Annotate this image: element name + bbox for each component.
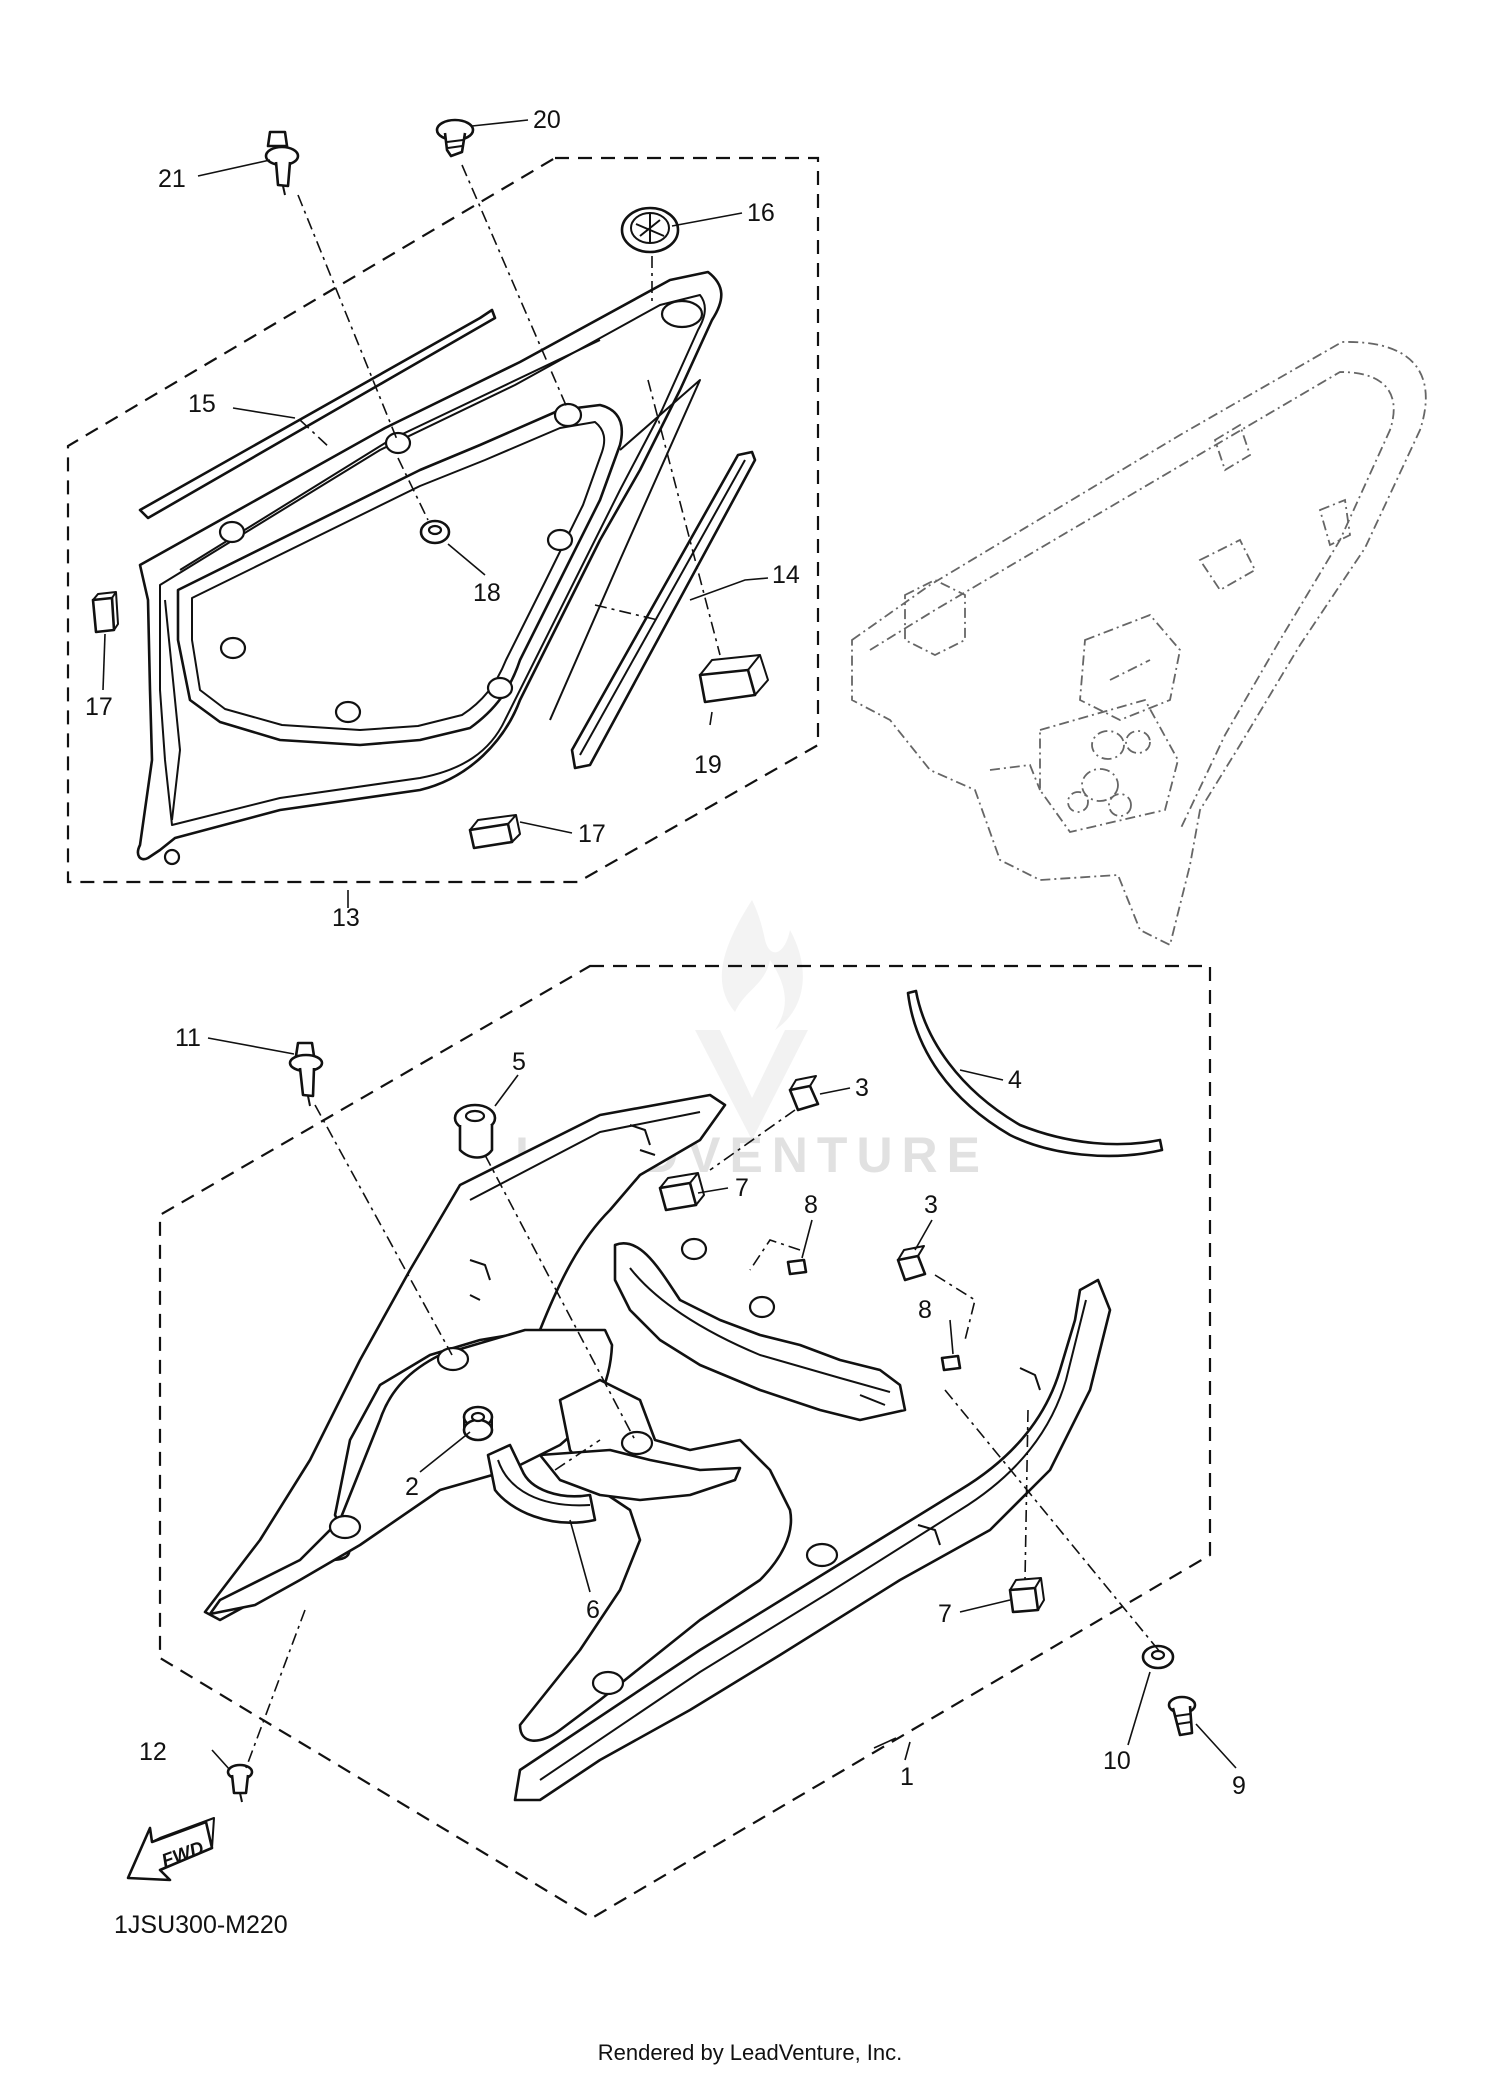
trim-strip-part-4[interactable]: [906, 989, 1164, 1158]
clip-nut-part-3-upper[interactable]: [788, 1075, 820, 1112]
damper-part-7-lower[interactable]: [1008, 1577, 1045, 1614]
callout-1: 1: [900, 1763, 914, 1791]
stripe-part-15[interactable]: [138, 308, 497, 520]
callout-21: 21: [158, 165, 186, 193]
pad-part-17-bottom[interactable]: [468, 814, 521, 850]
callout-11: 11: [175, 1024, 201, 1052]
hose-part-6[interactable]: [486, 1443, 597, 1524]
callout-14: 14: [772, 561, 800, 589]
footer-credit: Rendered by LeadVenture, Inc.: [598, 2040, 903, 2065]
side-cover-upper-part-13[interactable]: [136, 270, 723, 866]
damper-part-19[interactable]: [698, 654, 769, 704]
bolt-part-9[interactable]: [1167, 1695, 1197, 1737]
grommet-part-18[interactable]: [419, 519, 451, 545]
callout-19: 19: [694, 751, 722, 779]
frame-reference-ghost: [851, 341, 1427, 947]
callout-20: 20: [533, 106, 561, 134]
side-cover-lower-part-1[interactable]: [203, 1093, 1112, 1802]
callout-5: 5: [512, 1048, 526, 1076]
emblem-part-16[interactable]: [620, 206, 680, 254]
callout-13: 13: [332, 904, 360, 932]
fwd-arrow: FWD: [126, 1817, 215, 1882]
callout-7-upper: 7: [735, 1174, 749, 1202]
callout-labels: 21 20 16 15 14 18 17 19 17 13 11 5 3 4 7…: [85, 106, 1246, 1800]
rivet-part-21[interactable]: [264, 130, 300, 196]
clip-nut-part-3-right[interactable]: [896, 1245, 927, 1282]
trim-strip-part-14[interactable]: [570, 450, 757, 770]
group-13-boundary: [66, 156, 820, 884]
rivet-part-11[interactable]: [288, 1041, 324, 1107]
callout-2: 2: [405, 1473, 419, 1501]
clip-part-8-lower[interactable]: [940, 1354, 962, 1372]
grommet-part-5[interactable]: [453, 1103, 497, 1159]
callout-16: 16: [747, 199, 775, 227]
callout-8-lower: 8: [918, 1296, 932, 1324]
callout-10: 10: [1103, 1747, 1131, 1775]
callout-8-upper: 8: [804, 1191, 818, 1219]
callout-4: 4: [1008, 1066, 1022, 1094]
grommet-part-2[interactable]: [462, 1405, 494, 1442]
diagram-code: 1JSU300-M220: [114, 1911, 288, 1939]
clip-part-8-upper[interactable]: [786, 1258, 808, 1276]
damper-part-7-upper[interactable]: [658, 1172, 705, 1212]
callout-9: 9: [1232, 1772, 1246, 1800]
callout-17-bottom: 17: [578, 820, 606, 848]
leader-lines: [102, 119, 1237, 1771]
callout-6: 6: [586, 1596, 600, 1624]
screw-part-20[interactable]: [435, 118, 475, 158]
washer-part-10[interactable]: [1141, 1644, 1175, 1670]
callout-15: 15: [188, 390, 216, 418]
push-pin-part-12[interactable]: [226, 1763, 254, 1803]
callout-3-right: 3: [924, 1191, 938, 1219]
callout-7-lower: 7: [938, 1600, 952, 1628]
pad-part-17-left[interactable]: [91, 591, 119, 634]
callout-12: 12: [139, 1738, 167, 1766]
callout-18: 18: [473, 579, 501, 607]
callout-3-upper: 3: [855, 1074, 869, 1102]
callout-17-left: 17: [85, 693, 113, 721]
